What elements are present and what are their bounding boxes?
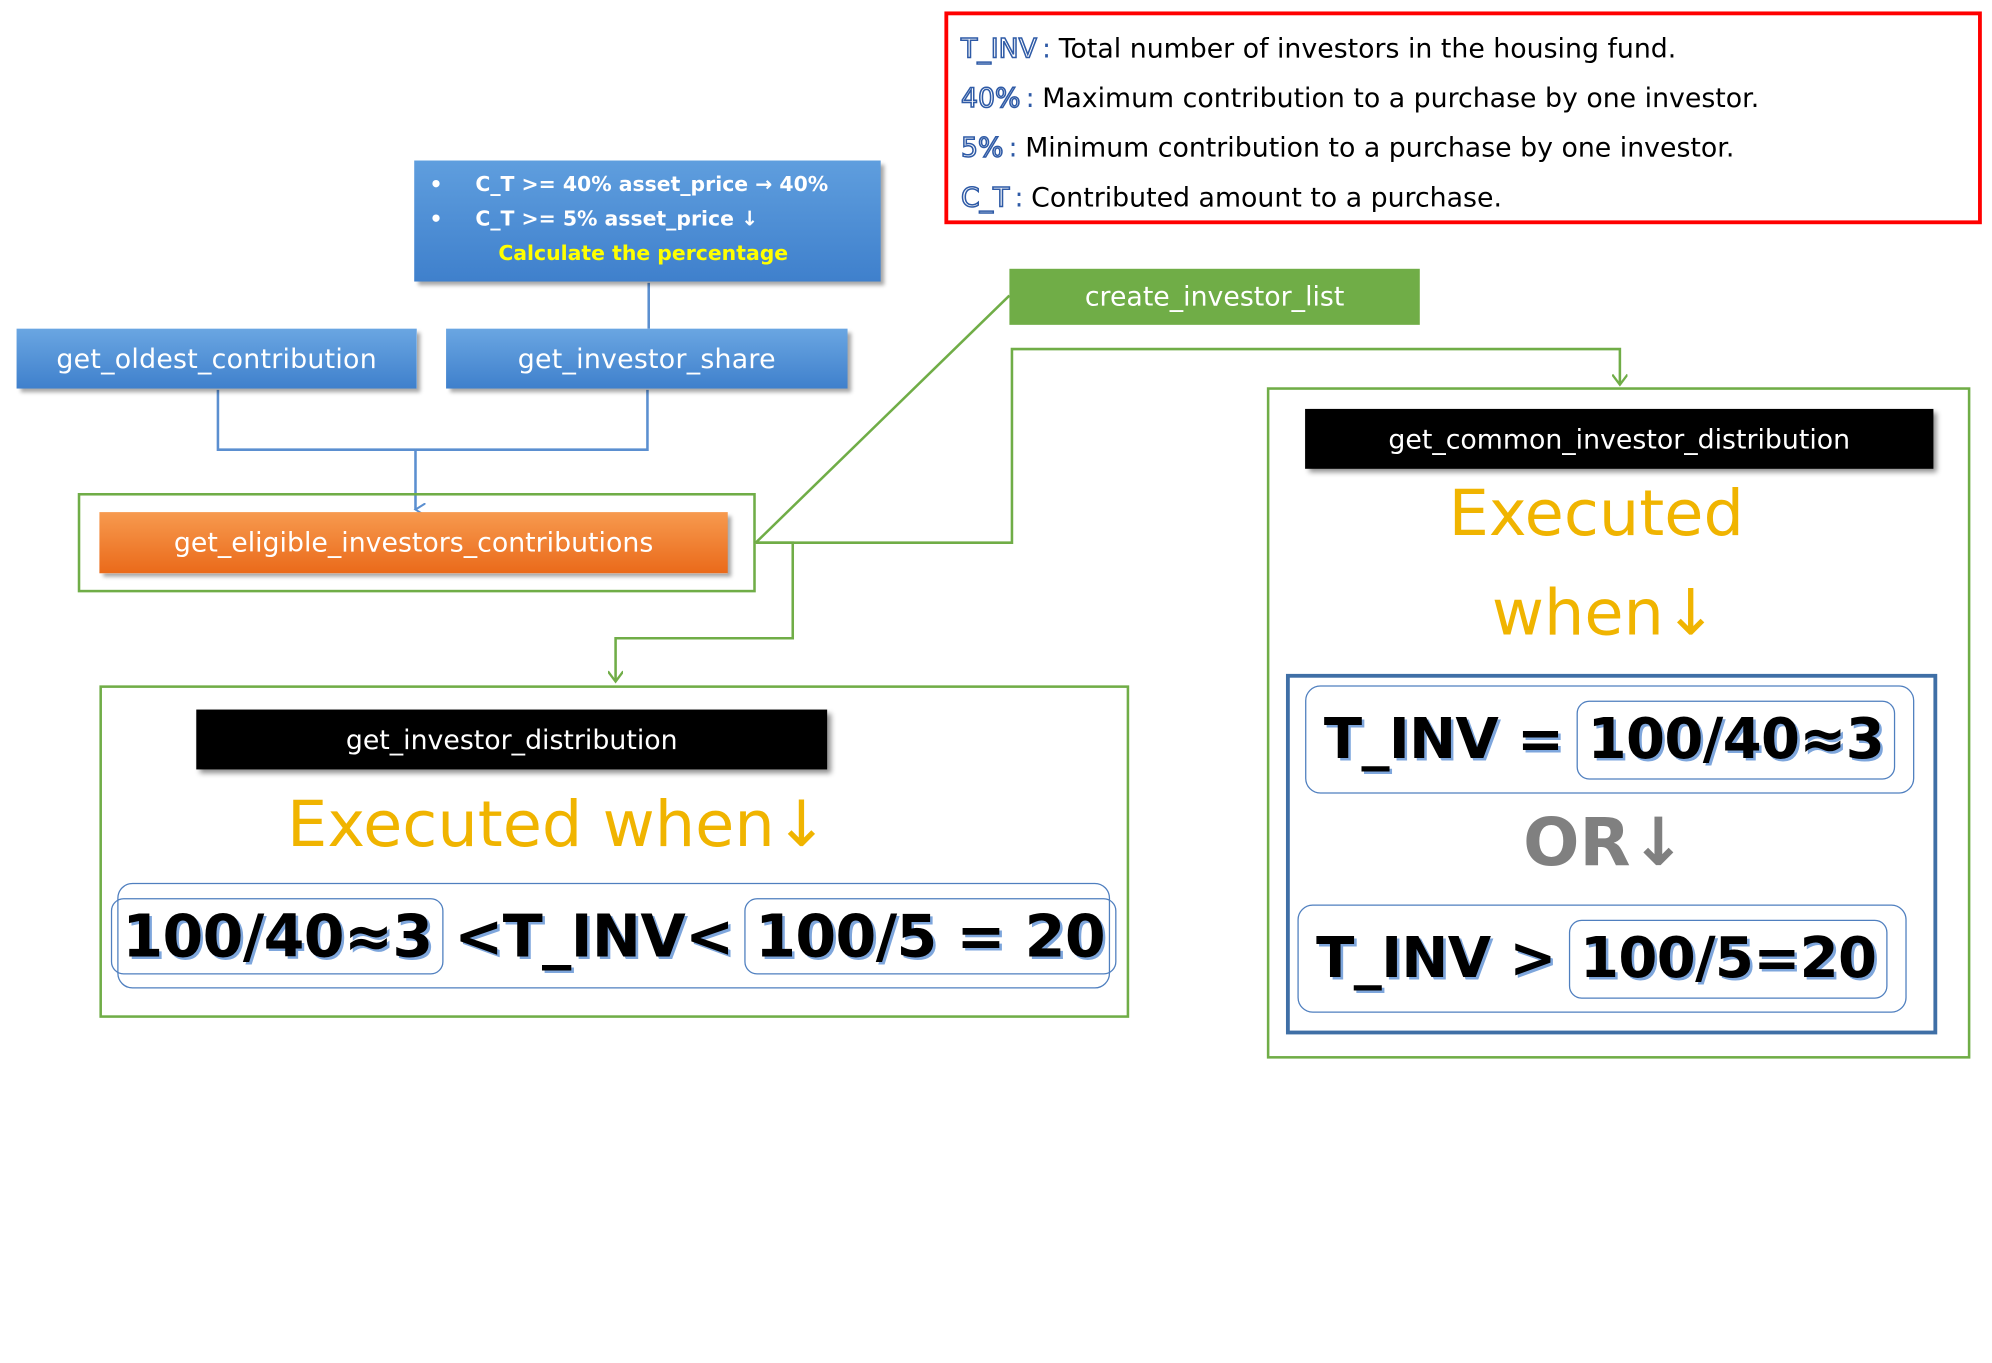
rule-text-min: C_T >= 5% asset_price ↓ (475, 206, 759, 231)
calculate-percentage-note: Calculate the percentage (498, 240, 789, 265)
node-get-oldest-contribution[interactable]: get_oldest_contribution (16, 328, 417, 389)
legend-description: Total number of investors in the housing… (1058, 32, 1677, 64)
legend-row-40-percent: 40% : Maximum contribution to a purchase… (960, 73, 1978, 123)
connector-lines (216, 282, 1992, 1070)
common-condition-equal: T_INV = 100/40≈3 (1305, 685, 1915, 794)
rule-row-min: • C_T >= 5% asset_price ↓ (430, 201, 868, 235)
legend-row-5-percent: 5% : Minimum contribution to a purchase … (960, 122, 1978, 172)
connector-eligible-to-distribution (616, 541, 795, 682)
common-condition-greater: T_INV > 100/5=20 (1297, 904, 1907, 1013)
eligible-frame (77, 492, 756, 593)
condition-greater-value: 100/5=20 (1568, 919, 1888, 999)
common-conditions-frame (1285, 673, 1938, 1035)
legend-term: 5% (960, 131, 1004, 163)
node-create-investor-list[interactable]: create_investor_list (1009, 268, 1420, 325)
connector-oldest-to-eligible (216, 389, 416, 451)
legend-description: Minimum contribution to a purchase by on… (1025, 131, 1735, 163)
bullet-icon: • (429, 206, 443, 231)
legend-separator: : (1008, 131, 1018, 163)
rule-row-max: • C_T >= 40% asset_price → 40% (430, 167, 868, 201)
condition-equal-value: 100/40≈3 (1576, 700, 1896, 779)
distribution-condition: 100/40≈3 <T_INV< 100/5 = 20 (110, 882, 1117, 989)
legend-separator: : (1025, 82, 1035, 113)
legend-description: Maximum contribution to a purchase by on… (1042, 82, 1760, 113)
connector-eligible-to-create-list (754, 294, 1011, 544)
node-get-eligible-investors-contributions[interactable]: get_eligible_investors_contributions (99, 512, 728, 574)
bullet-icon: • (429, 171, 443, 197)
rule-text-max: C_T >= 40% asset_price → 40% (475, 171, 829, 197)
share-rules-box: • C_T >= 40% asset_price → 40% • C_T >= … (414, 160, 881, 282)
legend-term: T_INV (960, 32, 1037, 64)
node-get-investor-share[interactable]: get_investor_share (446, 328, 848, 389)
condition-middle-term: <T_INV< (454, 901, 734, 971)
connector-share-to-eligible (415, 389, 649, 451)
condition-upper-bound: 100/5 = 20 (743, 897, 1117, 974)
legend-term: C_T (960, 181, 1010, 213)
legend-description: Contributed amount to a purchase. (1031, 181, 1502, 213)
connector-eligible-to-common (755, 347, 1620, 544)
common-panel (1266, 387, 1971, 1059)
condition-equal-term: T_INV = (1323, 707, 1564, 772)
legend-row-c-t: C_T : Contributed amount to a purchase. (960, 172, 1978, 222)
legend-separator: : (1014, 181, 1024, 213)
condition-greater-term: T_INV > (1316, 926, 1556, 992)
node-get-investor-distribution[interactable]: get_investor_distribution (196, 709, 828, 770)
common-executed-line2: when↓ (1491, 575, 1718, 650)
legend-term: 40% (960, 81, 1021, 113)
distribution-panel (99, 685, 1130, 1018)
legend-box: T_INV : Total number of investors in the… (944, 11, 1982, 225)
legend-separator: : (1042, 32, 1052, 64)
or-separator: OR↓ (1523, 805, 1687, 882)
distribution-executed-when: Executed when↓ (287, 787, 829, 862)
legend-row-t-inv: T_INV : Total number of investors in the… (960, 23, 1978, 73)
node-get-common-investor-distribution[interactable]: get_common_investor_distribution (1305, 408, 1934, 469)
condition-lower-bound: 100/40≈3 (110, 897, 445, 974)
common-executed-line1: Executed (1448, 476, 1744, 551)
